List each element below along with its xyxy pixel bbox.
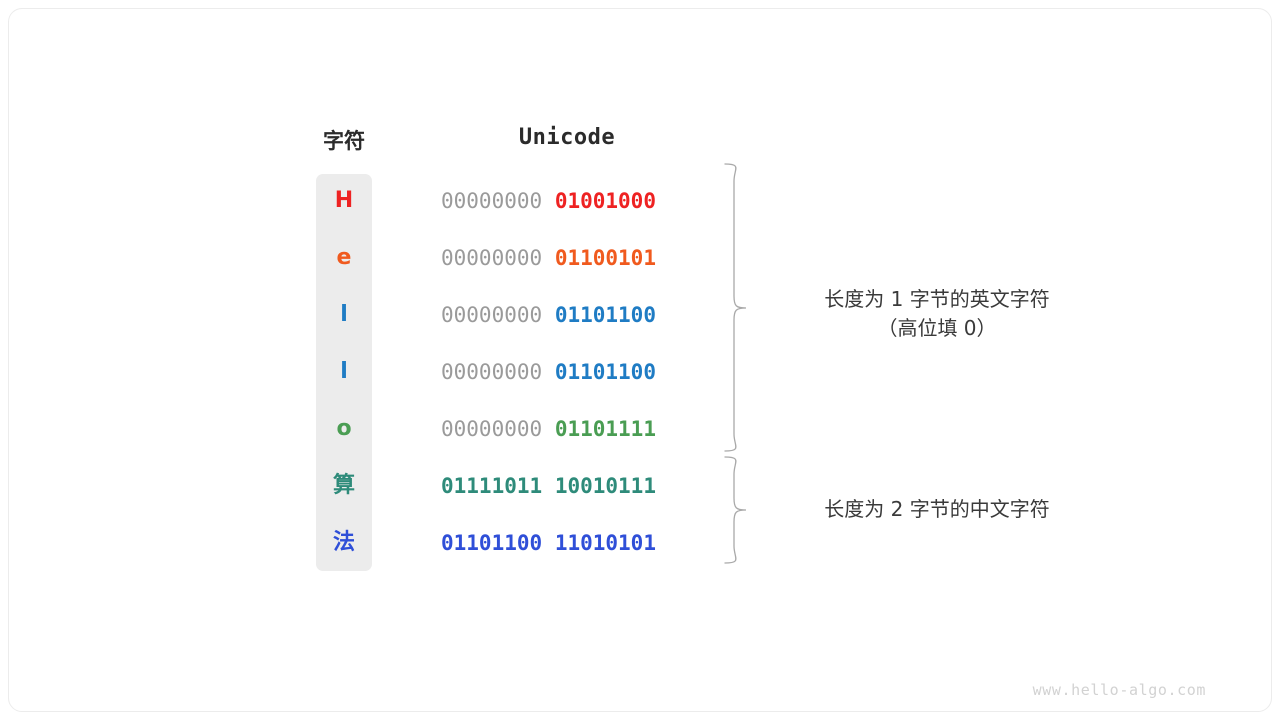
character-column-background — [316, 174, 372, 571]
column-header-unicode: Unicode — [518, 125, 616, 150]
row-unicode-binary: 00000000 01101100 — [441, 295, 693, 335]
unicode-low-byte: 10010111 — [554, 474, 656, 498]
column-header-character: 字符 — [323, 129, 365, 153]
unicode-low-byte: 01101100 — [554, 360, 656, 384]
row-character: H — [334, 188, 354, 213]
row-character: o — [336, 416, 352, 441]
row-unicode-binary: 01111011 10010111 — [441, 466, 693, 506]
encoding-row: l 00000000 01101100 — [316, 295, 696, 335]
row-character: l — [340, 359, 348, 384]
unicode-high-byte: 01101100 — [441, 531, 543, 555]
diagram-card: 字符 Unicode H 00000000 01001000 e 00000000 0… — [8, 8, 1272, 712]
row-character: 法 — [332, 530, 355, 555]
unicode-high-byte: 00000000 — [441, 246, 543, 270]
brace-english-characters — [724, 163, 747, 452]
unicode-low-byte: 01101111 — [554, 417, 656, 441]
row-unicode-binary: 00000000 01100101 — [441, 238, 693, 278]
encoding-row: 法 01101100 11010101 — [316, 523, 696, 563]
unicode-high-byte: 01111011 — [441, 474, 543, 498]
row-character: 算 — [332, 473, 355, 498]
annotation-english-characters: 长度为 1 字节的英文字符 （高位填 0） — [824, 287, 1050, 340]
row-unicode-binary: 01101100 11010101 — [441, 523, 693, 563]
row-unicode-binary: 00000000 01101111 — [441, 409, 693, 449]
watermark: www.hello-algo.com — [1032, 681, 1206, 699]
encoding-row: 算 01111011 10010111 — [316, 466, 696, 506]
unicode-low-byte: 01100101 — [554, 246, 656, 270]
unicode-high-byte: 00000000 — [441, 360, 543, 384]
unicode-low-byte: 01001000 — [554, 189, 656, 213]
encoding-row: o 00000000 01101111 — [316, 409, 696, 449]
unicode-high-byte: 00000000 — [441, 189, 543, 213]
row-unicode-binary: 00000000 01001000 — [441, 181, 693, 221]
annotation-chinese-characters: 长度为 2 字节的中文字符 — [824, 497, 1050, 521]
unicode-low-byte: 01101100 — [554, 303, 656, 327]
row-character: e — [336, 245, 352, 270]
row-character: l — [340, 302, 348, 327]
unicode-high-byte: 00000000 — [441, 417, 543, 441]
unicode-high-byte: 00000000 — [441, 303, 543, 327]
unicode-low-byte: 11010101 — [554, 531, 656, 555]
encoding-row: l 00000000 01101100 — [316, 352, 696, 392]
brace-chinese-characters — [724, 456, 747, 564]
row-unicode-binary: 00000000 01101100 — [441, 352, 693, 392]
encoding-row: e 00000000 01100101 — [316, 238, 696, 278]
encoding-row: H 00000000 01001000 — [316, 181, 696, 221]
